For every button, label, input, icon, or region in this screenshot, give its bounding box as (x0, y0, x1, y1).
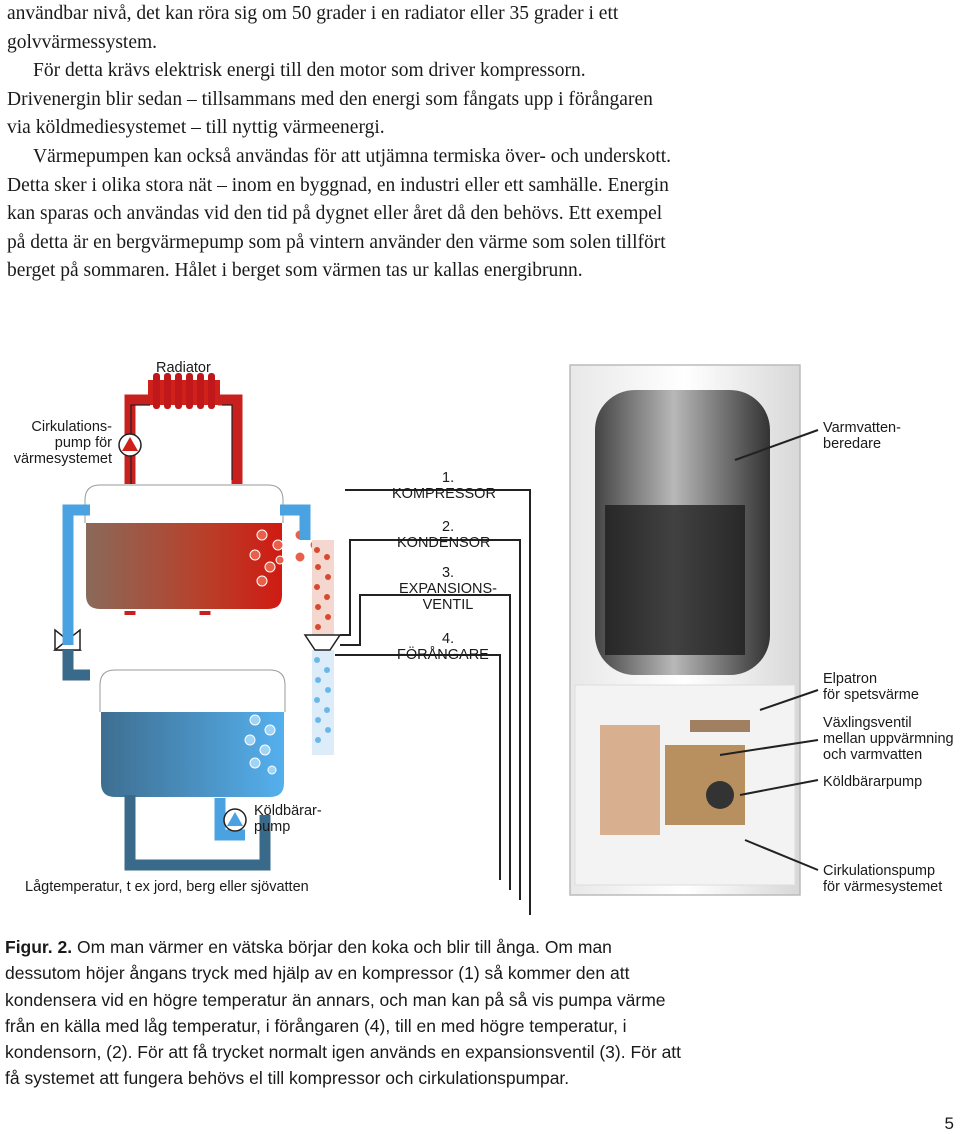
label-valve-line3: och varmvatten (823, 747, 923, 763)
cold-bubbles (244, 714, 277, 775)
label-diverting-valve: Växlingsventil mellan uppvärmning och va… (823, 715, 960, 763)
label-brine-pump-line1: Köldbärar- (254, 803, 322, 819)
caption-label: Figur. 2. (5, 937, 73, 957)
label-condenser-num: 2. (442, 519, 455, 535)
label-circulation-pump: Cirkulations- pump för värmesystemet (4, 419, 112, 467)
label-expansion-num: 3. (441, 565, 455, 581)
label-circulation-pump-line2: pump för (54, 435, 112, 451)
label-hot-water-line2: beredare (823, 436, 882, 452)
label-expansion-text2: VENTIL (422, 597, 474, 613)
label-compressor: 1. KOMPRESSOR (392, 470, 496, 502)
brine-pump-icon (223, 808, 247, 832)
cold-riser (312, 650, 334, 755)
leader-lines-right (719, 429, 819, 871)
circulation-pump-icon (118, 433, 142, 457)
label-expansion-valve: 3. EXPANSIONS- VENTIL (393, 565, 503, 613)
label-evaporator-text: FÖRÅNGARE (397, 647, 489, 663)
body-text: användbar nivå, det kan röra sig om 50 g… (7, 0, 677, 286)
label-radiator: Radiator (156, 360, 211, 376)
label-circulation-pump-line1: Cirkulations- (31, 419, 112, 435)
leader-lines-left (335, 489, 531, 915)
label-circulation-pump-line3: värmesystemet (13, 451, 112, 467)
refrigerant-riser (312, 540, 334, 640)
evaporator-tank (99, 669, 286, 799)
label-hot-water-heater: Varmvatten- beredare (823, 420, 901, 452)
label-circ-right-line1: Cirkulationspump (823, 863, 936, 879)
figure-caption: Figur. 2. Om man värmer en vätska börjar… (5, 934, 685, 1092)
label-brine-pump-line2: pump (254, 819, 291, 835)
radiator-icon (148, 373, 220, 409)
heat-pump-diagram (52, 364, 819, 915)
paragraph-3: Värmepumpen kan också användas för att u… (7, 145, 672, 282)
label-circ-right-line2: för värmesystemet (823, 879, 943, 895)
label-brine-pump: Köldbärar- pump (254, 803, 322, 835)
label-circulation-pump-right: Cirkulationspump för värmesystemet (823, 863, 942, 895)
label-immersion-heater: Elpatron för spetsvärme (823, 671, 919, 703)
label-condenser: 2. KONDENSOR (397, 519, 490, 551)
label-valve-line1: Växlingsventil (823, 715, 912, 731)
label-brine-pump-right: Köldbärarpump (823, 774, 923, 790)
label-compressor-text: KOMPRESSOR (392, 486, 496, 502)
label-elpatron-line1: Elpatron (823, 671, 878, 687)
condenser-tank (84, 484, 284, 611)
label-expansion-text1: EXPANSIONS- (398, 581, 498, 597)
heat-pump-cabinet (569, 364, 801, 896)
label-elpatron-line2: för spetsvärme (823, 687, 919, 703)
label-low-temperature: Lågtemperatur, t ex jord, berg eller sjö… (25, 879, 309, 895)
label-evaporator: 4. FÖRÅNGARE (397, 631, 489, 663)
paragraph-1: användbar nivå, det kan röra sig om 50 g… (7, 3, 619, 53)
page-number: 5 (944, 1114, 954, 1133)
paragraph-2: För detta krävs elektrisk energi till de… (7, 60, 653, 139)
label-valve-line2: mellan uppvärmning (823, 731, 954, 747)
label-evaporator-num: 4. (442, 631, 455, 647)
label-condenser-text: KONDENSOR (397, 535, 491, 551)
cold-pipes (62, 504, 311, 645)
heat-pump-figure: Radiator Cirkulations- pump för värmesys… (0, 345, 960, 925)
caption-text: Om man värmer en vätska börjar den koka … (5, 937, 682, 1089)
brine-pipes (124, 795, 271, 871)
label-compressor-num: 1. (442, 470, 455, 486)
label-hot-water-line1: Varmvatten- (823, 420, 901, 436)
expansion-valve-icon (52, 628, 342, 651)
